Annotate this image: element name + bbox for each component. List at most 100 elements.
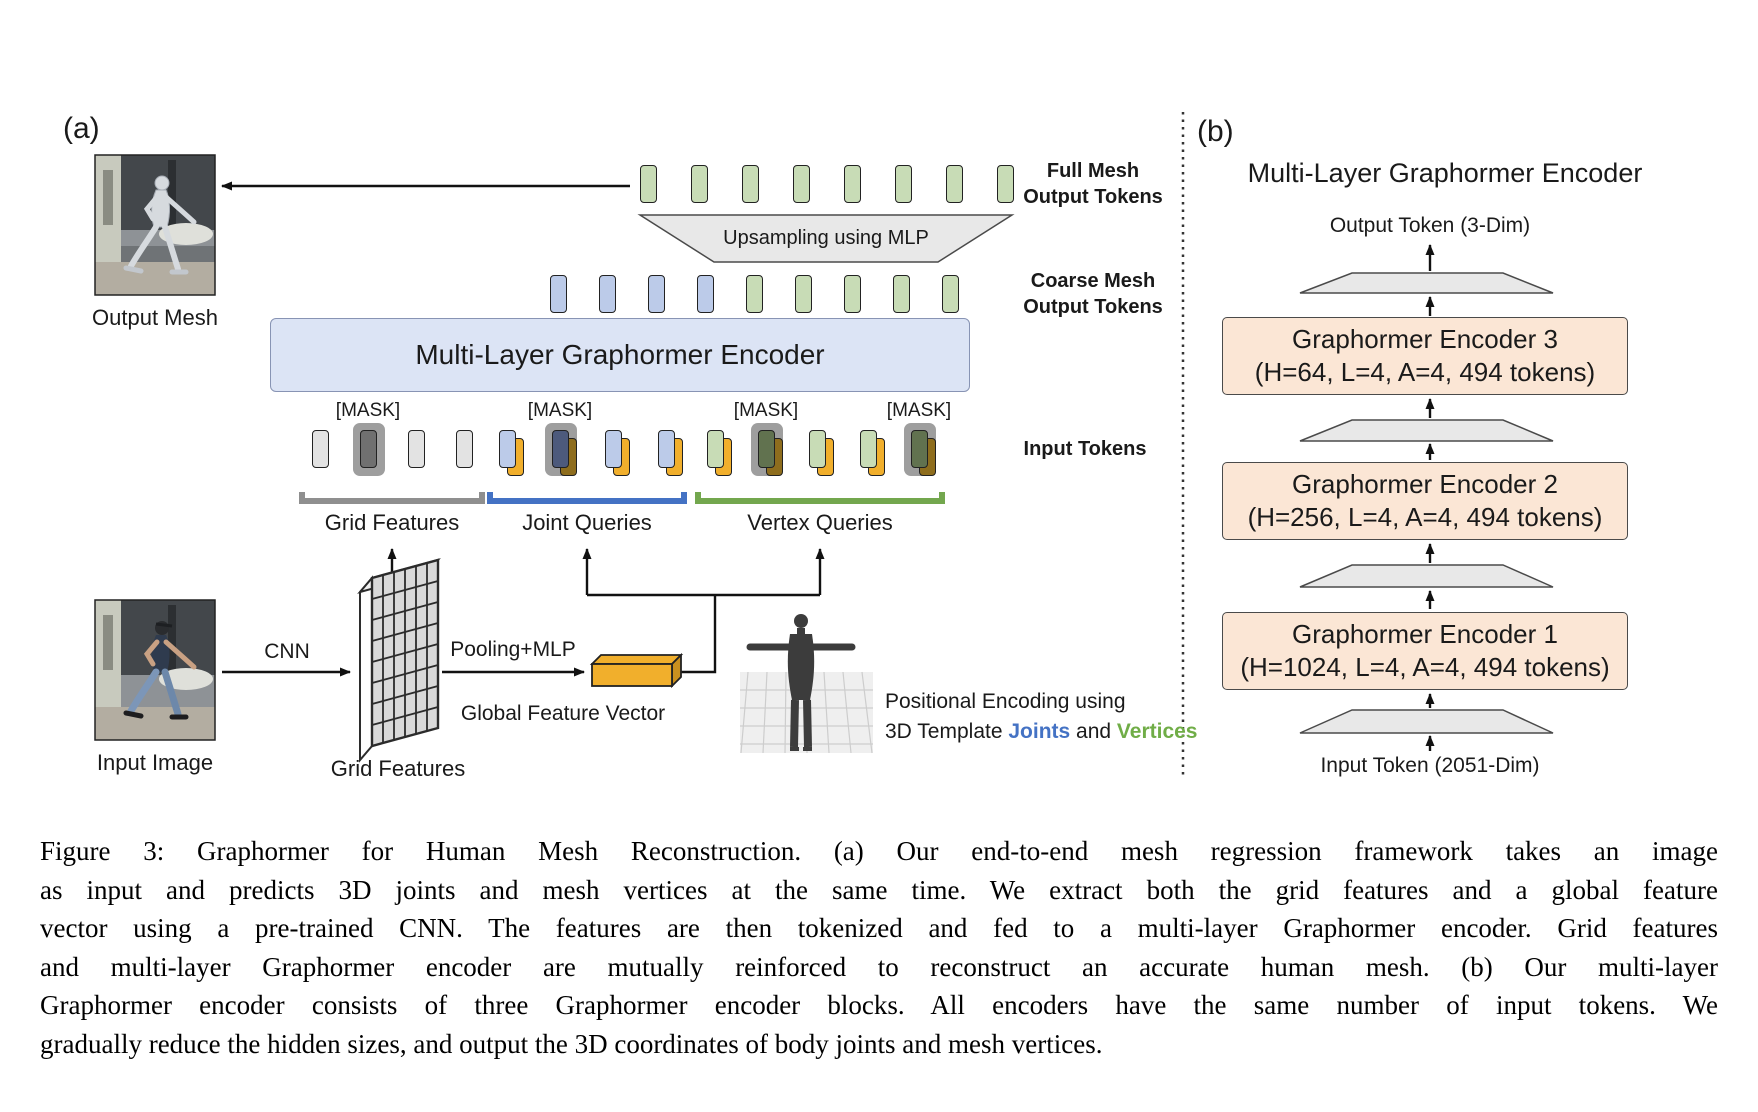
caption-line: vector using a pre-trained CNN. The feat… xyxy=(40,913,1718,943)
template-person xyxy=(746,614,856,751)
token-green xyxy=(691,165,708,203)
token-face xyxy=(550,275,567,313)
encoder-3-name: Graphormer Encoder 3 xyxy=(1292,324,1558,354)
token-blue xyxy=(499,430,524,476)
token-face xyxy=(795,275,812,313)
token-face xyxy=(844,165,861,203)
coarse-mesh-tokens-label: Coarse Mesh Output Tokens xyxy=(1023,270,1163,318)
multi-layer-encoder-label: Multi-Layer Graphormer Encoder xyxy=(415,339,825,370)
token-green-masked xyxy=(904,423,936,476)
token-green xyxy=(793,165,810,203)
pooling-mlp-label: Pooling+MLP xyxy=(450,638,576,661)
token-green xyxy=(997,165,1014,203)
token-green xyxy=(895,165,912,203)
token-green xyxy=(809,430,834,476)
global-feature-connector xyxy=(672,595,717,674)
vertex-queries-token-group xyxy=(707,423,936,476)
positional-and: and xyxy=(1070,720,1117,743)
token-face xyxy=(844,275,861,313)
trapezoid-input xyxy=(1299,709,1554,734)
token-blue xyxy=(697,275,714,313)
panel-b-title: Multi-Layer Graphormer Encoder xyxy=(1247,158,1643,188)
positional-prefix: 3D Template xyxy=(885,720,1009,743)
token-gray-masked xyxy=(353,423,385,476)
grid-features-bracket xyxy=(299,492,485,504)
token-face xyxy=(499,430,516,468)
figure-caption: Figure 3: Graphormer for Human Mesh Reco… xyxy=(40,832,1718,1063)
full-mesh-tokens-label: Full Mesh Output Tokens xyxy=(1023,160,1163,208)
token-face xyxy=(742,165,759,203)
token-face xyxy=(707,430,724,468)
mask-label-vertex-2: [MASK] xyxy=(886,400,952,421)
token-face xyxy=(456,430,473,468)
trapezoid-output xyxy=(1299,272,1554,294)
caption-line: and multi-layer Graphormer encoder are m… xyxy=(40,951,1718,982)
token-blue xyxy=(550,275,567,313)
encoder-2-params: (H=256, L=4, A=4, 494 tokens) xyxy=(1247,502,1603,532)
token-gray xyxy=(456,430,473,468)
token-gray xyxy=(312,430,329,468)
token-face xyxy=(946,165,963,203)
token-green-masked xyxy=(751,423,783,476)
mask-label-grid: [MASK] xyxy=(335,400,401,421)
token-face xyxy=(746,275,763,313)
token-blue xyxy=(599,275,616,313)
encoder-1-name: Graphormer Encoder 1 xyxy=(1292,619,1558,649)
input-token-label: Input Token (2051-Dim) xyxy=(1320,754,1540,777)
upsampling-trapezoid xyxy=(637,214,1015,263)
token-green xyxy=(746,275,763,313)
token-face xyxy=(895,165,912,203)
token-green xyxy=(795,275,812,313)
token-face xyxy=(640,165,657,203)
token-face xyxy=(599,275,616,313)
token-face xyxy=(552,430,569,468)
global-feature-vector-label: Global Feature Vector xyxy=(460,702,666,725)
token-green xyxy=(844,275,861,313)
token-face xyxy=(911,430,928,468)
token-green xyxy=(707,430,732,476)
template-mesh-image xyxy=(740,614,873,754)
positional-vertices: Vertices xyxy=(1116,720,1198,743)
token-blue-masked xyxy=(545,423,577,476)
token-face xyxy=(793,165,810,203)
vertex-queries-group-label: Vertex Queries xyxy=(747,510,893,535)
panel-a-tag: (a) xyxy=(63,112,100,145)
token-gray xyxy=(408,430,425,468)
positional-joints: Joints xyxy=(1008,720,1071,743)
caption-line: gradually reduce the hidden sizes, and o… xyxy=(40,1028,1103,1059)
input-person xyxy=(123,621,197,720)
positional-encoding-line1: Positional Encoding using xyxy=(885,690,1126,713)
token-green xyxy=(742,165,759,203)
token-face xyxy=(648,275,665,313)
upsampling-label: Upsampling using MLP xyxy=(723,227,929,249)
graphormer-encoder-1-box: Graphormer Encoder 1 (H=1024, L=4, A=4, … xyxy=(1222,612,1628,690)
output-mesh-label: Output Mesh xyxy=(92,305,218,330)
token-green xyxy=(640,165,657,203)
token-face xyxy=(997,165,1014,203)
joint-queries-bracket xyxy=(487,492,687,504)
token-face xyxy=(860,430,877,468)
grid-features-token-group xyxy=(312,423,473,476)
token-face xyxy=(691,165,708,203)
grid-features-slab xyxy=(357,558,441,763)
multi-layer-encoder-box: Multi-Layer Graphormer Encoder xyxy=(270,318,970,392)
positional-encoding-line2: 3D Template Joints and Vertices xyxy=(885,720,1198,744)
coarse-mesh-token-row xyxy=(550,275,959,313)
token-face xyxy=(942,275,959,313)
graphormer-encoder-3-box: Graphormer Encoder 3 (H=64, L=4, A=4, 49… xyxy=(1222,317,1628,395)
mask-label-joint: [MASK] xyxy=(527,400,593,421)
graphormer-encoder-2-box: Graphormer Encoder 2 (H=256, L=4, A=4, 4… xyxy=(1222,462,1628,540)
joint-queries-token-group xyxy=(499,423,683,476)
grid-features-bottom-label: Grid Features xyxy=(330,756,466,781)
caption-line: Figure 3: Graphormer for Human Mesh Reco… xyxy=(40,836,1718,866)
caption-line: as input and predicts 3D joints and mesh… xyxy=(40,874,1718,905)
grid-features-group-label: Grid Features xyxy=(324,510,460,535)
full-mesh-token-row xyxy=(640,165,1014,203)
caption-line: Graphormer encoder consists of three Gra… xyxy=(40,990,1718,1020)
vertex-queries-bracket xyxy=(695,492,945,504)
encoder-2-name: Graphormer Encoder 2 xyxy=(1292,469,1558,499)
output-token-label: Output Token (3-Dim) xyxy=(1329,214,1531,237)
token-green xyxy=(844,165,861,203)
input-tokens-label: Input Tokens xyxy=(1023,438,1147,460)
